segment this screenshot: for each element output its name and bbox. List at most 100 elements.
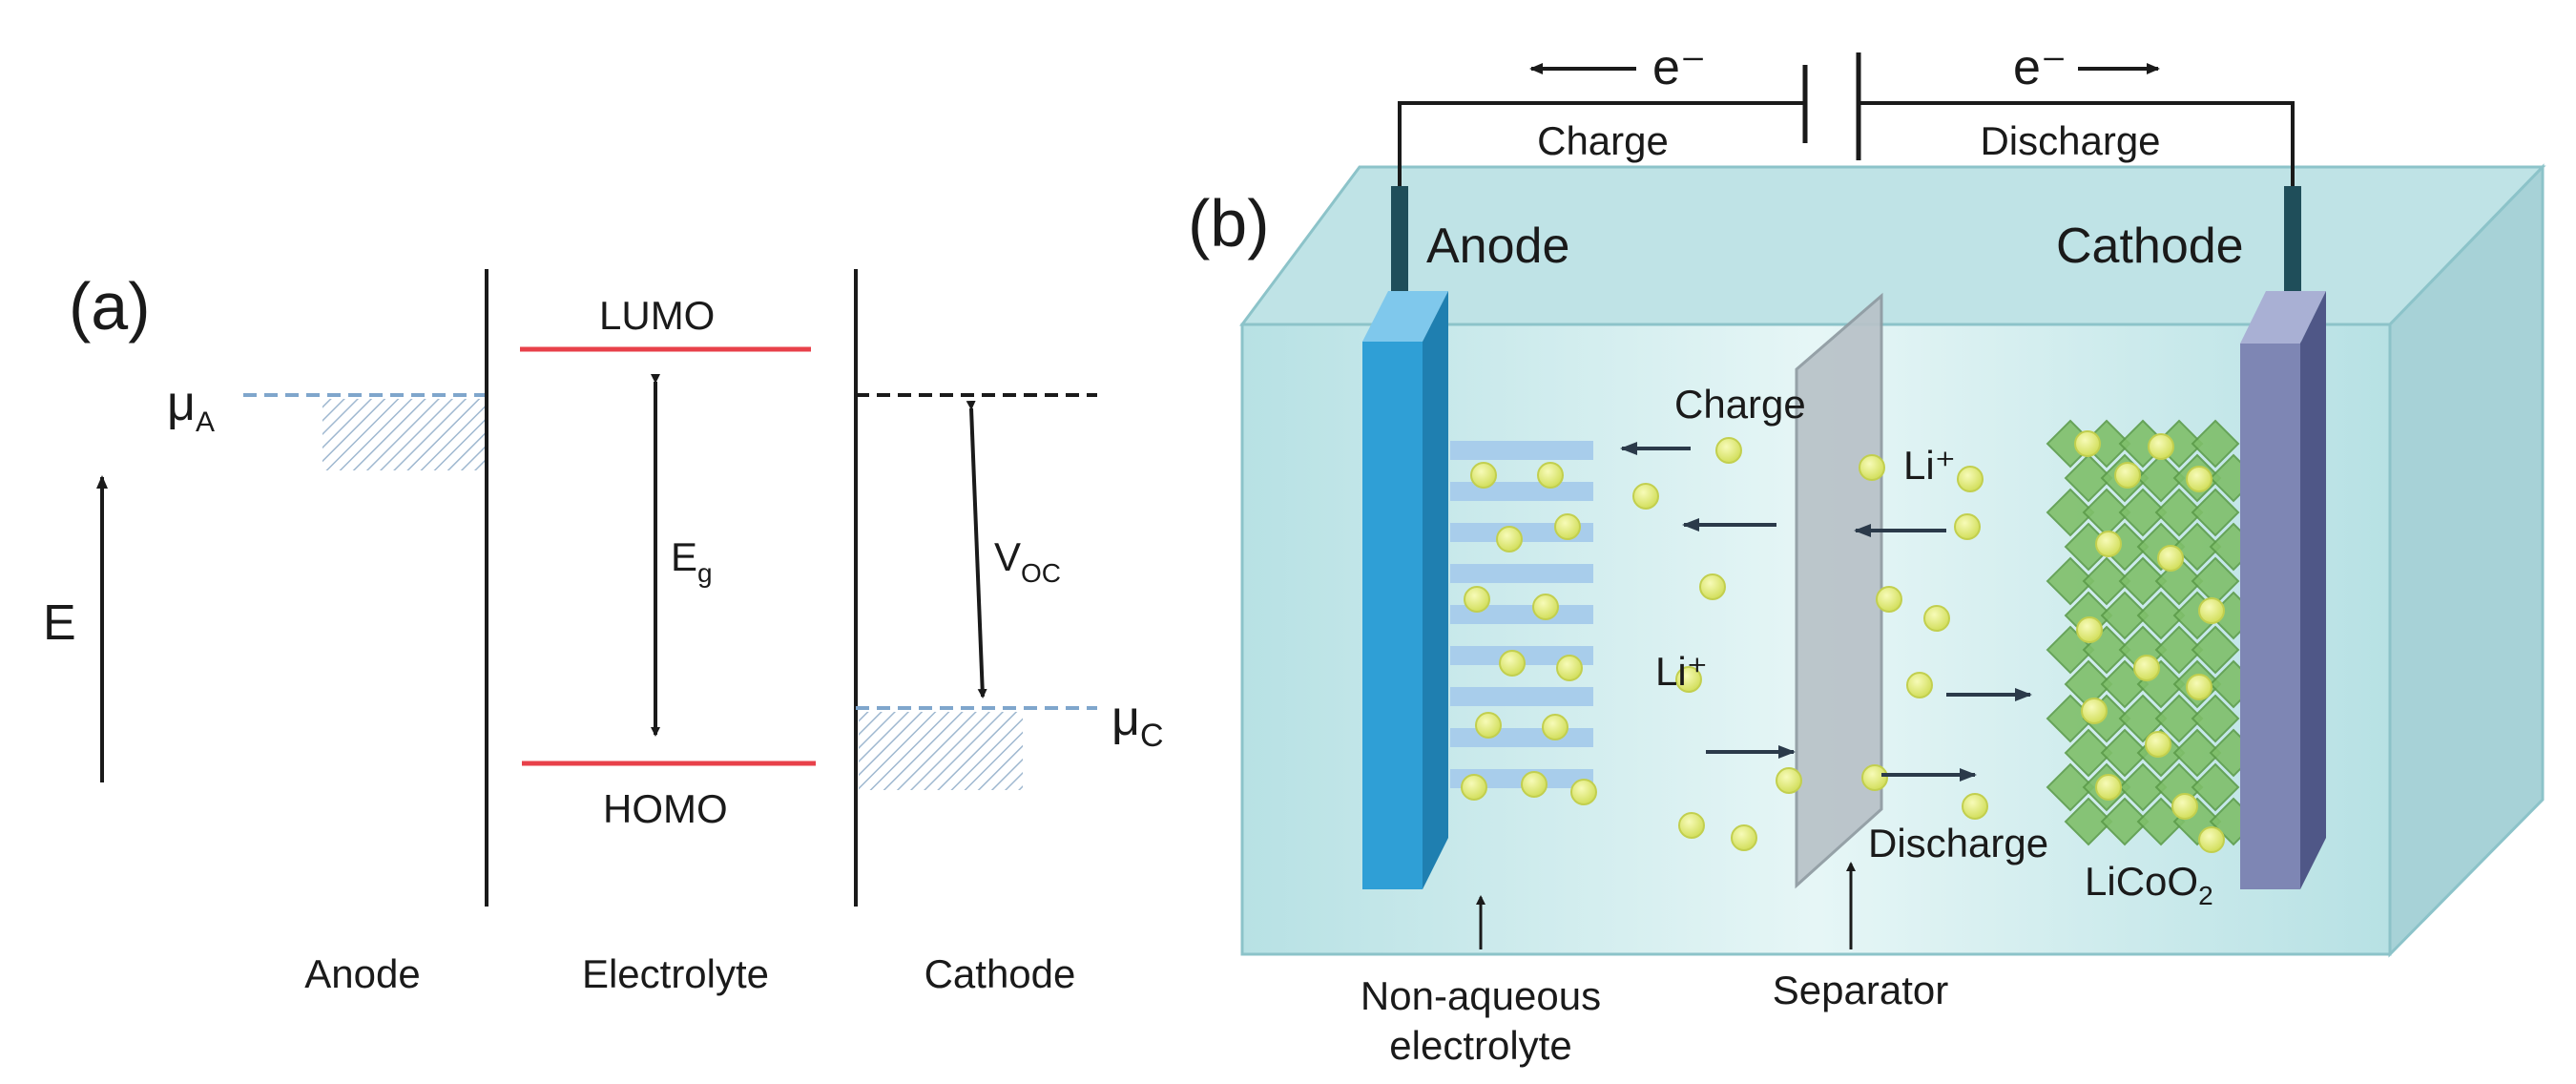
graphite-layer	[1450, 728, 1593, 747]
li-ion	[1537, 462, 1564, 489]
licoo2-crystal	[2064, 797, 2113, 846]
li-ion	[1731, 824, 1757, 851]
li-ion	[1906, 672, 1933, 698]
li-ion	[1461, 774, 1487, 801]
cathode-label: Cathode	[2056, 219, 2244, 274]
li-ion	[2186, 674, 2212, 700]
licoo2-crystal	[2172, 522, 2222, 572]
licoo2-crystal	[2046, 556, 2095, 606]
li-ion	[1776, 767, 1802, 794]
graphite-layer	[1450, 441, 1593, 460]
li-ion	[2186, 466, 2212, 492]
electrolyte-label-line2: electrolyte	[1389, 1023, 1571, 1068]
panel-a-label: (a)	[69, 269, 151, 344]
li-ion	[2114, 462, 2141, 489]
electron-right-label: e⁻	[2013, 40, 2067, 95]
li-ion	[2198, 826, 2225, 853]
li-ion	[1957, 466, 1984, 492]
panel-b-label: (b)	[1188, 186, 1270, 261]
li-ion	[1678, 812, 1705, 839]
anode-plate	[1362, 342, 1423, 889]
graphite-layer	[1450, 687, 1593, 706]
li-ion	[1861, 764, 1888, 791]
li-ion	[1923, 605, 1950, 632]
licoo2-crystal	[2082, 556, 2131, 606]
licoo2-crystal	[2118, 762, 2168, 812]
separator-label: Separator	[1773, 968, 1948, 1012]
li-ion	[1470, 462, 1497, 489]
lithium-ions	[1461, 430, 2225, 853]
band-gap-label: Eg	[671, 534, 713, 588]
electron-left-label: e⁻	[1652, 40, 1706, 95]
lumo-label: LUMO	[599, 293, 715, 338]
licoo2-crystal	[2046, 488, 2095, 537]
panel-a: (a) E μA LUMO HOMO Eg μC VOC Anode Elect…	[43, 269, 1164, 996]
li-ion	[1632, 483, 1659, 510]
licoo2-crystal	[2100, 728, 2150, 778]
li-ion	[1554, 513, 1581, 540]
li-ion	[1475, 712, 1502, 739]
region-label-anode: Anode	[304, 951, 420, 996]
licoo2-crystal	[2154, 488, 2204, 537]
homo-label: HOMO	[603, 786, 728, 831]
licoo2-crystal	[2118, 556, 2168, 606]
li-ion	[1876, 586, 1902, 613]
li-ion	[1954, 513, 1981, 540]
licoo2-crystal	[2154, 694, 2204, 743]
li-ion	[1715, 437, 1742, 464]
electrolyte-label-line1: Non-aqueous	[1361, 973, 1601, 1018]
licoo2-crystal	[2136, 453, 2186, 503]
charge-inner-label: Charge	[1674, 382, 1806, 427]
licoo2-crystal	[2191, 488, 2240, 537]
separator	[1795, 292, 1883, 889]
licoo2-crystal	[2172, 728, 2222, 778]
li-ion	[1570, 779, 1597, 805]
li-ion	[2095, 774, 2122, 801]
li-ion	[1556, 655, 1583, 681]
anode-plate-side	[1423, 291, 1448, 889]
li-ion	[2076, 616, 2103, 643]
licoo2-crystal	[2118, 488, 2168, 537]
cathode-plate	[2240, 344, 2300, 889]
li-ion	[1675, 666, 1702, 693]
li-ion	[1699, 573, 1726, 600]
licoo2-crystal	[2154, 625, 2204, 675]
li-ion	[1499, 650, 1526, 677]
cathode-filled-states	[859, 712, 1023, 790]
li-ion	[2074, 430, 2101, 457]
licoo2-crystal	[2118, 694, 2168, 743]
li-ion	[2157, 545, 2184, 572]
licoo2-crystal	[2064, 728, 2113, 778]
anode-label: Anode	[1426, 219, 1569, 274]
li-ion	[1464, 586, 1490, 613]
cathode-plate-top	[2240, 291, 2326, 344]
licoo2-crystal	[2046, 762, 2095, 812]
licoo2-crystal	[2064, 453, 2113, 503]
voc-label: VOC	[994, 534, 1061, 588]
licoo2-crystal	[2191, 625, 2240, 675]
li-ion	[1532, 594, 1559, 620]
li-ion	[2198, 597, 2225, 624]
licoo2-crystal	[2191, 762, 2240, 812]
li-ion	[1962, 793, 1988, 820]
mu-c-label: μC	[1111, 691, 1164, 754]
li-ion	[2081, 698, 2108, 724]
li-ion	[2145, 731, 2171, 758]
li-ion	[1859, 454, 1885, 481]
region-label-electrolyte: Electrolyte	[582, 951, 769, 996]
panel-b: (b) e⁻ e⁻ Charge Discharge Anode Cathode	[1188, 40, 2546, 1068]
li-ion	[1521, 771, 1548, 798]
licoo2-crystal	[2136, 591, 2186, 640]
anode-plate-top	[1362, 291, 1448, 342]
mu-a-label: μA	[167, 376, 215, 438]
graphite-layers	[1450, 441, 1593, 788]
li-ion	[2171, 793, 2198, 820]
li-ion	[2095, 531, 2122, 557]
li-ion-label-mid: Li⁺	[1655, 649, 1708, 694]
licoo2-crystal	[2191, 419, 2240, 469]
licoo2-label: LiCoO2	[2085, 859, 2213, 910]
li-ion-label-upper: Li⁺	[1903, 443, 1956, 488]
anode-filled-states	[322, 399, 485, 470]
licoo2-crystal	[2100, 797, 2150, 846]
